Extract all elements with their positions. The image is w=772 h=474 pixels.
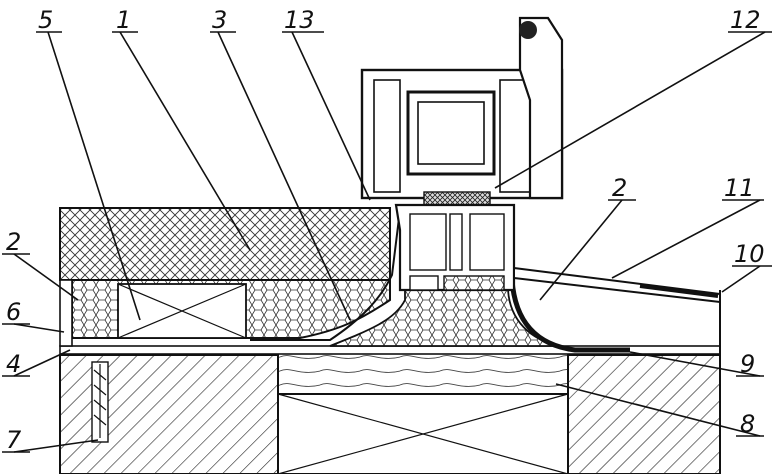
sealing-membrane <box>250 209 401 341</box>
masonry-wall <box>59 354 721 474</box>
callout-1: 1 <box>116 6 131 34</box>
callout-8: 8 <box>740 410 755 438</box>
window-frame-profile <box>360 16 564 292</box>
callout-5: 5 <box>38 6 53 34</box>
callout-10: 10 <box>734 240 765 268</box>
top-insulation-board <box>59 207 391 281</box>
callout-3: 3 <box>212 6 227 34</box>
callout-9: 9 <box>740 350 755 378</box>
callout-13: 13 <box>284 6 315 34</box>
callout-4: 4 <box>6 350 21 378</box>
outer-sill-slope <box>513 266 721 304</box>
anchor-dowel <box>91 361 109 443</box>
callout-11: 11 <box>724 174 755 202</box>
callout-12: 12 <box>730 6 761 34</box>
callout-underlines <box>2 31 772 453</box>
foam-layer <box>59 279 391 347</box>
wooden-beam <box>277 351 569 474</box>
callout-6: 6 <box>6 298 21 326</box>
callout-2-right: 2 <box>612 174 627 202</box>
leader-lines <box>13 31 766 453</box>
callout-7: 7 <box>6 426 22 454</box>
callout-2-left: 2 <box>6 228 21 256</box>
callout-labels: 5 1 3 13 12 2 2 11 10 6 4 9 8 7 <box>6 6 765 454</box>
